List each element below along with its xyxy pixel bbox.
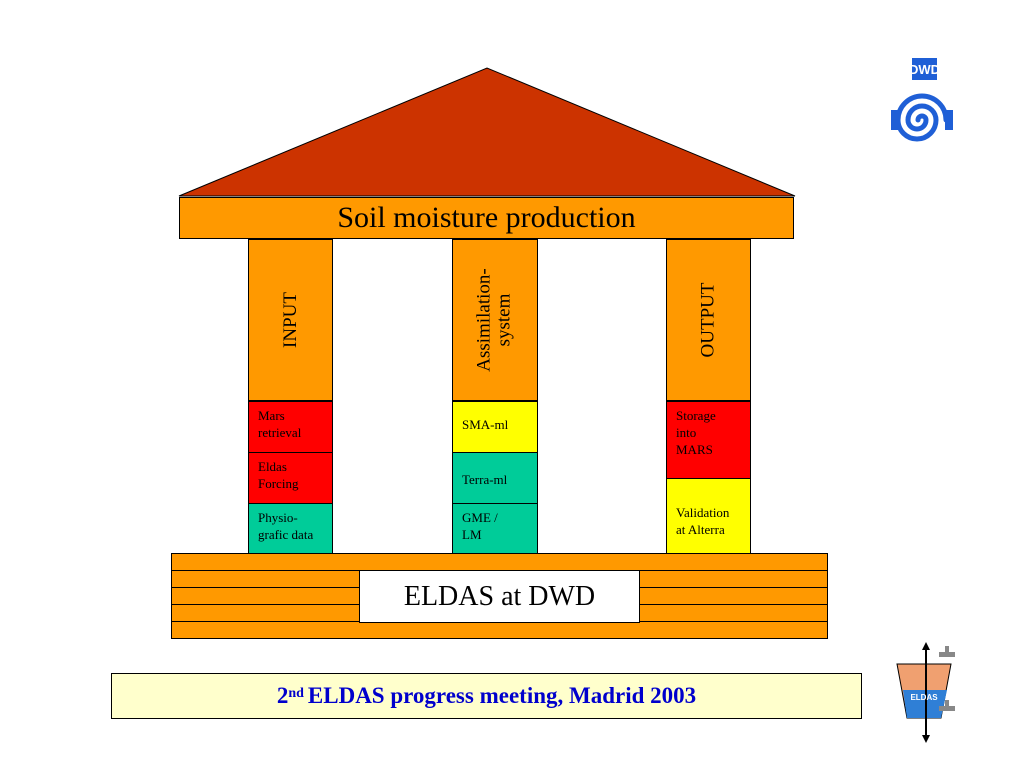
base-stripe — [171, 621, 828, 639]
input-cell-mars-retrieval: Mars retrieval — [248, 401, 333, 453]
assim-cell-terra-ml: Terra-ml — [452, 452, 538, 504]
cell-line: Physio- — [258, 510, 298, 525]
cell-line: GME / — [462, 510, 498, 525]
label-line: Assimilation- — [474, 268, 496, 372]
pillar-output: OUTPUT — [666, 239, 751, 401]
cell-line: Mars — [258, 408, 285, 423]
cell-line: grafic data — [258, 527, 314, 542]
label-line: system — [494, 293, 516, 347]
footer-ordinal: 2 — [276, 683, 289, 708]
dwd-logo-text: DWD — [909, 58, 940, 80]
eldas-logo-text: ELDAS — [910, 693, 938, 702]
output-cell-storage-into-mars: Storage into MARS — [666, 401, 751, 479]
cell-line: Validation — [676, 505, 730, 520]
pillar-input: INPUT — [248, 239, 333, 401]
cell-line: Storage — [676, 408, 716, 423]
pillar-input-label: INPUT — [279, 292, 301, 348]
dwd-logo: DWD — [885, 58, 959, 158]
cell-line: Eldas — [258, 459, 287, 474]
cell-line: MARS — [676, 442, 713, 457]
cell-line: at Alterra — [676, 522, 725, 537]
cell-line: into — [676, 425, 697, 440]
eldas-logo: ELDAS — [896, 642, 955, 743]
footer-text: ELDAS progress meeting, Madrid 2003 — [307, 683, 697, 708]
roof — [178, 67, 796, 197]
pillar-assimilation-label: Assimilation- system — [474, 268, 516, 372]
dwd-spiral-icon — [891, 93, 953, 142]
base-label-box: ELDAS at DWD — [359, 570, 640, 623]
footer-ordinal-suffix: nd — [288, 686, 304, 701]
base-stripe — [171, 553, 828, 571]
base-label: ELDAS at DWD — [403, 580, 596, 612]
pillar-assimilation-system: Assimilation- system — [452, 239, 538, 401]
input-cell-eldas-forcing: Eldas Forcing — [248, 452, 333, 504]
cell-line: LM — [462, 527, 482, 542]
input-cell-physiografic-data: Physio- grafic data — [248, 503, 333, 554]
cell-line: Terra-ml — [462, 472, 508, 487]
assim-cell-sma-ml: SMA-ml — [452, 401, 538, 453]
cell-line: retrieval — [258, 425, 302, 440]
output-cell-validation-at-alterra: Validation at Alterra — [666, 478, 751, 554]
pillar-output-label: OUTPUT — [697, 282, 719, 358]
cell-line: SMA-ml — [462, 417, 509, 432]
beam-title: Soil moisture production — [337, 201, 636, 234]
cell-line: Forcing — [258, 476, 299, 491]
beam-soil-moisture-production: Soil moisture production — [179, 197, 794, 239]
assim-cell-gme-lm: GME / LM — [452, 503, 538, 554]
